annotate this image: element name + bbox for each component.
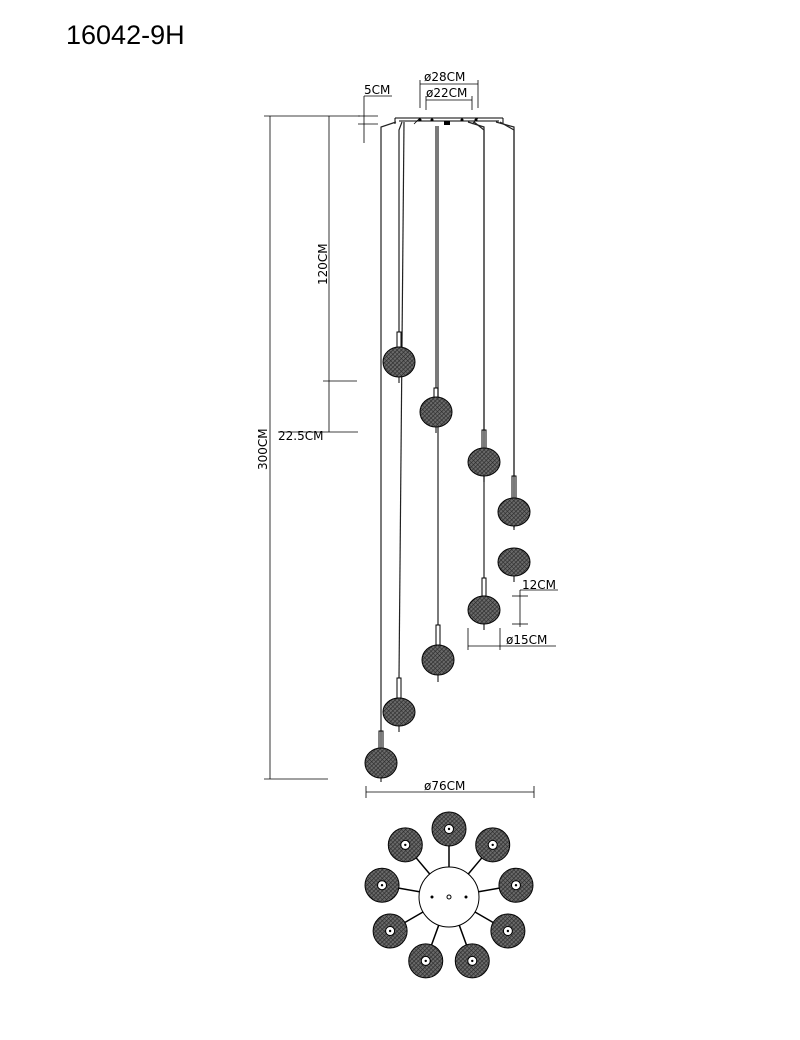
plan-spoke xyxy=(478,887,500,893)
overall-drop-dimension: 300CM xyxy=(256,115,360,780)
pendant-8 xyxy=(382,677,416,732)
canopy xyxy=(394,117,504,125)
canopy-diameter-dimensions: ø28CM ø22CM xyxy=(419,70,479,110)
canopy-height-dimension: 5CM xyxy=(358,83,392,143)
shade-diameter-label: ø15CM xyxy=(506,633,547,647)
shade-height-dimension: 12CM xyxy=(512,578,558,627)
pendant-7 xyxy=(421,624,455,682)
spread-label: ø76CM xyxy=(424,779,465,793)
product-code-title: 16042-9H xyxy=(66,20,185,50)
plan-spoke xyxy=(398,887,420,893)
shade-diameter-dimension: ø15CM xyxy=(467,628,556,650)
plan-spoke xyxy=(458,924,468,946)
canopy-inner-diameter-label: ø22CM xyxy=(426,86,467,100)
pendant-2 xyxy=(419,387,453,433)
overall-drop-label: 300CM xyxy=(256,428,270,470)
canopy-height-label: 5CM xyxy=(364,83,390,97)
pendant-5 xyxy=(497,547,531,582)
plan-spoke xyxy=(474,911,494,924)
pendant-9 xyxy=(364,730,398,782)
spacing-dimension: 22.5CM xyxy=(278,381,358,443)
shade-height-label: 12CM xyxy=(522,578,556,592)
min-drop-label: 120CM xyxy=(316,243,330,285)
pendant-6 xyxy=(467,577,501,630)
spacing-label: 22.5CM xyxy=(278,429,323,443)
pendant-4 xyxy=(497,475,531,530)
plan-spoke xyxy=(430,924,440,946)
plan-spoke xyxy=(415,857,431,875)
pendant-1 xyxy=(382,331,416,383)
spread-dimension: ø76CM xyxy=(365,779,535,798)
pendant-elevation xyxy=(364,121,531,782)
plan-spoke xyxy=(467,857,483,875)
pendant-3 xyxy=(467,429,501,482)
min-drop-dimension: 120CM xyxy=(316,116,357,382)
plan-view xyxy=(364,811,534,979)
canopy-outer-diameter-label: ø28CM xyxy=(424,70,465,84)
plan-spoke xyxy=(404,911,424,924)
